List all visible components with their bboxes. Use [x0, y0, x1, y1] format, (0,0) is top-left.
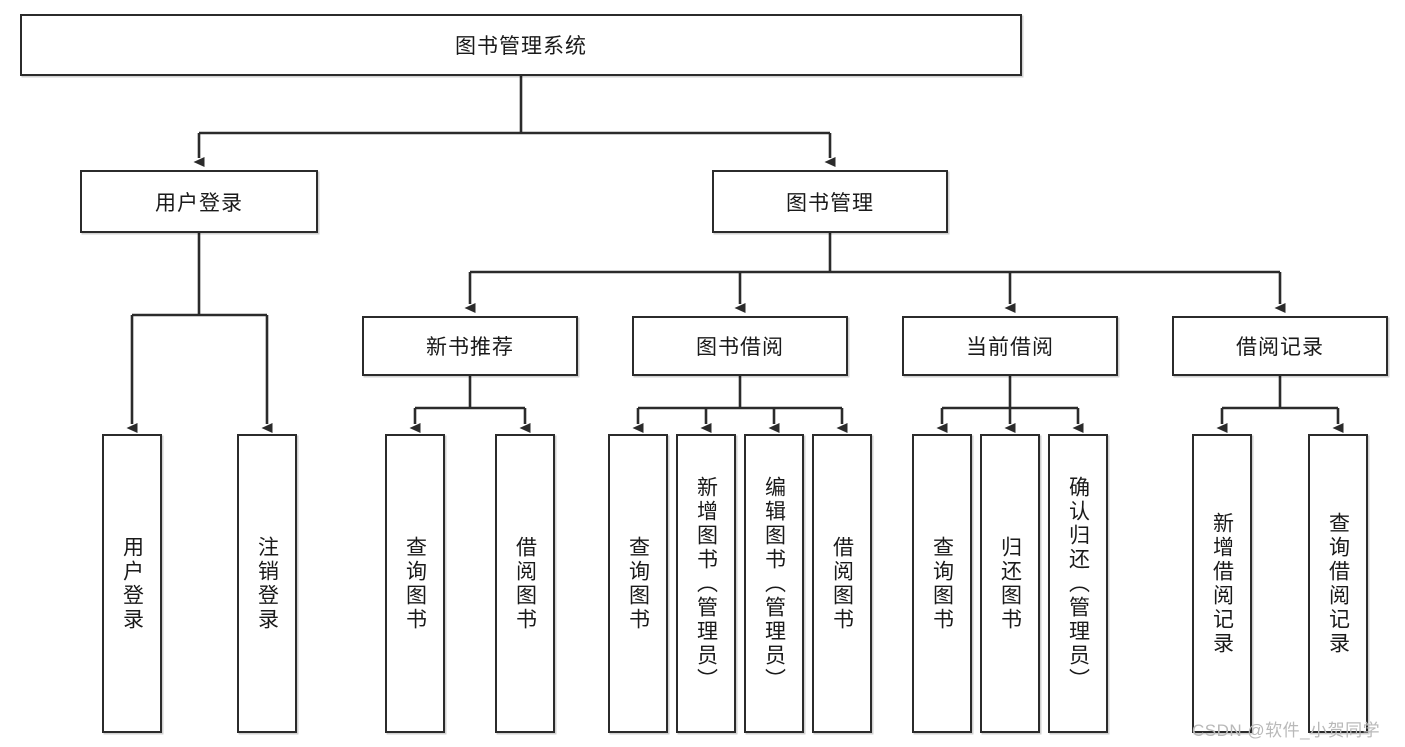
watermark-text: CSDN @软件_小贺同学 [1192, 721, 1381, 740]
node-label: 用户登录 [120, 535, 144, 632]
node-label: 借阅图书 [830, 535, 854, 632]
node-label: 借阅记录 [1236, 336, 1324, 359]
node-label: 注销登录 [255, 535, 279, 632]
node-leaf-user-login[interactable]: 用户登录 [102, 434, 162, 733]
node-label: 当前借阅 [966, 336, 1054, 359]
node-leaf-logout[interactable]: 注销登录 [237, 434, 297, 733]
node-leaf-add-borrow-record[interactable]: 新增借阅记录 [1192, 434, 1252, 733]
node-leaf-return-book[interactable]: 归还图书 [980, 434, 1040, 733]
node-leaf-edit-book-admin[interactable]: 编辑图书（管理员） [744, 434, 804, 733]
node-label: 图书借阅 [696, 336, 784, 359]
node-label: 确认归还（管理员） [1066, 475, 1090, 692]
node-leaf-borrow-book[interactable]: 借阅图书 [812, 434, 872, 733]
node-leaf-query-book-current[interactable]: 查询图书 [912, 434, 972, 733]
node-label: 图书管理 [786, 191, 874, 215]
node-leaf-add-book-admin[interactable]: 新增图书（管理员） [676, 434, 736, 733]
node-label: 新书推荐 [426, 336, 514, 359]
node-label: 新增借阅记录 [1210, 511, 1234, 656]
node-label: 借阅图书 [513, 535, 537, 632]
node-leaf-query-book-borrow[interactable]: 查询图书 [608, 434, 668, 733]
node-label: 用户登录 [155, 191, 243, 215]
node-label: 查询图书 [626, 535, 650, 632]
node-root-book-management-system[interactable]: 图书管理系统 [20, 14, 1022, 76]
node-label: 归还图书 [998, 535, 1022, 632]
node-new-book-recommend[interactable]: 新书推荐 [362, 316, 578, 376]
node-label: 查询图书 [930, 535, 954, 632]
node-leaf-confirm-return-admin[interactable]: 确认归还（管理员） [1048, 434, 1108, 733]
node-label: 查询图书 [403, 535, 427, 632]
node-user-login[interactable]: 用户登录 [80, 170, 318, 233]
node-leaf-borrow-book-recommend[interactable]: 借阅图书 [495, 434, 555, 733]
node-leaf-query-book-recommend[interactable]: 查询图书 [385, 434, 445, 733]
node-label: 查询借阅记录 [1326, 511, 1350, 656]
node-current-borrow[interactable]: 当前借阅 [902, 316, 1118, 376]
node-leaf-query-borrow-record[interactable]: 查询借阅记录 [1308, 434, 1368, 733]
node-book-borrow[interactable]: 图书借阅 [632, 316, 848, 376]
node-borrow-record[interactable]: 借阅记录 [1172, 316, 1388, 376]
node-label: 编辑图书（管理员） [762, 475, 786, 692]
node-label: 新增图书（管理员） [694, 475, 718, 692]
node-book-management[interactable]: 图书管理 [712, 170, 948, 233]
node-label: 图书管理系统 [455, 35, 587, 58]
